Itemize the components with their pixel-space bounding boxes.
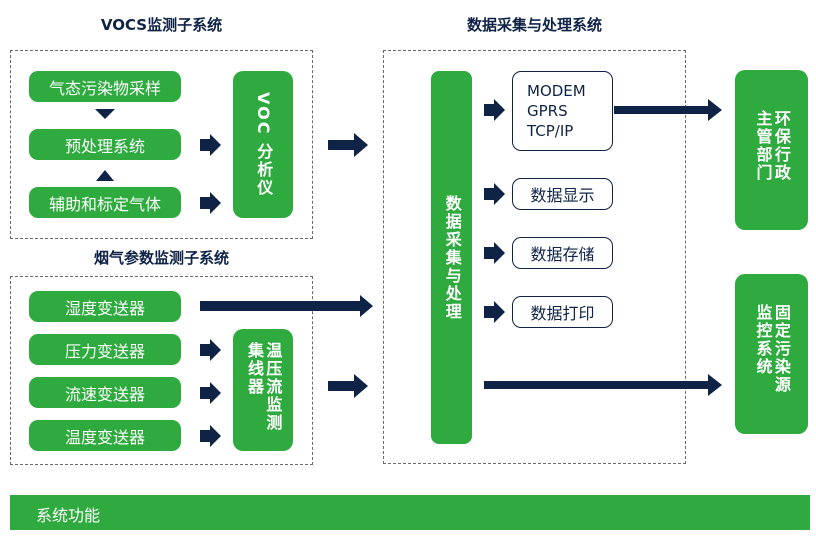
- tpf-collector-label: 温压流监测集线器: [245, 342, 283, 432]
- data-print-box: 数据打印: [512, 296, 613, 328]
- triangle-down-icon: [95, 109, 115, 119]
- arrow-right-icon: [200, 339, 221, 361]
- arrow-right-icon: [328, 133, 368, 157]
- arrow-right-icon: [200, 425, 221, 447]
- daq-system-title: 数据采集与处理系统: [466, 16, 602, 34]
- vocs-subsystem-group: [10, 50, 313, 239]
- flue-gas-subsystem-group: [10, 276, 313, 465]
- tpf-collector-box: 温压流监测集线器: [233, 329, 293, 451]
- arrow-right-icon: [484, 242, 505, 264]
- footer-bar: 系统功能: [10, 495, 810, 530]
- arrow-right-icon: [614, 99, 722, 121]
- flue-gas-subsystem-title: 烟气参数监测子系统: [93, 249, 229, 267]
- modem-line-3: TCP/IP: [527, 122, 574, 140]
- data-display-box: 数据显示: [512, 178, 613, 210]
- arrow-right-icon: [200, 295, 373, 317]
- arrow-right-icon: [200, 382, 221, 404]
- arrow-right-icon: [200, 192, 221, 214]
- humidity-transmitter-box: 湿度变送器: [29, 291, 181, 322]
- pressure-transmitter-box: 压力变送器: [29, 334, 181, 365]
- flow-velocity-transmitter-box: 流速变送器: [29, 377, 181, 408]
- data-acquisition-label: 数据采集与处理: [442, 194, 462, 321]
- arrow-right-icon: [484, 99, 505, 121]
- authority-label: 环保行政主管部门: [753, 110, 791, 182]
- arrow-right-icon: [484, 301, 505, 323]
- monitoring-system-box: 固定污染源监控系统: [735, 274, 808, 434]
- vocs-subsystem-title: VOCS监测子系统: [100, 16, 223, 34]
- calibration-gas-box: 辅助和标定气体: [29, 187, 181, 218]
- gas-sampling-box: 气态污染物采样: [29, 71, 181, 102]
- voc-analyzer-box: VOC 分析仪: [233, 71, 293, 218]
- modem-box: MODEM GPRS TCP/IP: [512, 71, 613, 151]
- modem-line-1: MODEM: [527, 82, 586, 100]
- daq-system-group: [383, 50, 686, 464]
- arrow-right-icon: [328, 374, 368, 398]
- arrow-right-icon: [484, 183, 505, 205]
- authority-box: 环保行政主管部门: [735, 70, 808, 230]
- temperature-transmitter-box: 温度变送器: [29, 420, 181, 451]
- footer-label: 系统功能: [36, 506, 101, 525]
- data-storage-box: 数据存储: [512, 237, 613, 269]
- arrow-right-icon: [484, 374, 722, 396]
- modem-line-2: GPRS: [527, 102, 568, 120]
- voc-analyzer-label: VOC 分析仪: [254, 91, 274, 197]
- pretreatment-box: 预处理系统: [29, 129, 181, 160]
- arrow-right-icon: [200, 134, 221, 156]
- data-acquisition-bar: 数据采集与处理: [431, 71, 472, 444]
- monitoring-system-label: 固定污染源监控系统: [753, 304, 791, 394]
- triangle-up-icon: [96, 170, 114, 181]
